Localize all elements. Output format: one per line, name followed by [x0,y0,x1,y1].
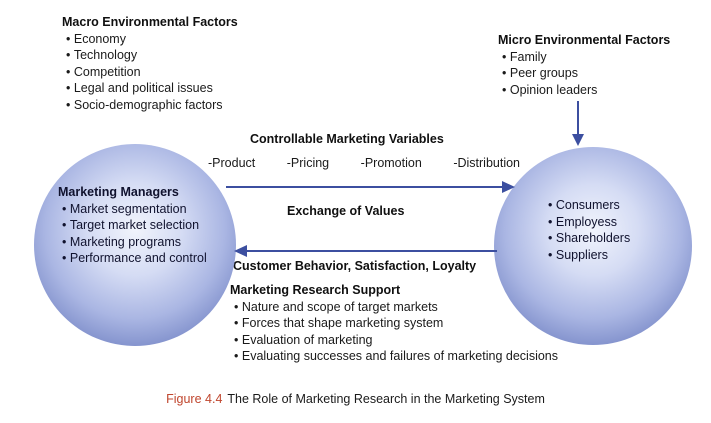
market-participant-item: Consumers [544,197,630,214]
micro-environmental-factors-block: Micro Environmental Factors Family Peer … [498,32,670,98]
variable-product: -Product [208,156,256,170]
research-item: Evaluation of marketing [230,332,558,349]
macro-title: Macro Environmental Factors [62,15,238,29]
market-participants-content: Consumers Employess Shareholders Supplie… [544,197,630,263]
marketing-research-support-block: Marketing Research Support Nature and sc… [230,282,558,365]
marketing-managers-title: Marketing Managers [58,185,179,199]
research-title: Marketing Research Support [230,283,401,297]
marketing-managers-item: Performance and control [58,250,207,267]
marketing-managers-content: Marketing Managers Market segmentation T… [58,184,207,267]
research-item: Nature and scope of target markets [230,299,558,316]
marketing-managers-item: Market segmentation [58,201,207,218]
research-item: Evaluating successes and failures of mar… [230,348,558,365]
macro-environmental-factors-block: Macro Environmental Factors Economy Tech… [62,14,238,113]
controllable-marketing-variables-title: Controllable Marketing Variables [250,132,444,146]
micro-title: Micro Environmental Factors [498,33,671,47]
market-participant-item: Shareholders [544,230,630,247]
figure-title: The Role of Marketing Research in the Ma… [227,392,545,406]
variable-promotion: -Promotion [360,156,422,170]
figure-number: Figure 4.4 [166,392,223,406]
variable-pricing: -Pricing [286,156,330,170]
micro-item: Family [498,49,670,66]
controllable-variables-row: -Product -Pricing -Promotion -Distributi… [208,155,520,172]
micro-item: Peer groups [498,65,670,82]
macro-item: Economy [62,31,238,48]
customer-behavior-arrow-left [234,245,497,257]
macro-item: Socio-demographic factors [62,97,238,114]
micro-factors-down-arrow [572,101,584,146]
macro-item: Competition [62,64,238,81]
macro-item: Legal and political issues [62,80,238,97]
exchange-of-values-label: Exchange of Values [287,204,405,218]
controllable-variables-arrow-right [226,181,515,193]
customer-behavior-label: Customer Behavior, Satisfaction, Loyalty [233,259,477,273]
research-item: Forces that shape marketing system [230,315,558,332]
market-participant-item: Suppliers [544,247,630,264]
variable-distribution: -Distribution [453,156,520,170]
market-participant-item: Employess [544,214,630,231]
macro-item: Technology [62,47,238,64]
micro-item: Opinion leaders [498,82,670,99]
figure-caption: Figure 4.4 The Role of Marketing Research… [0,391,711,408]
marketing-managers-item: Marketing programs [58,234,207,251]
marketing-managers-item: Target market selection [58,217,207,234]
